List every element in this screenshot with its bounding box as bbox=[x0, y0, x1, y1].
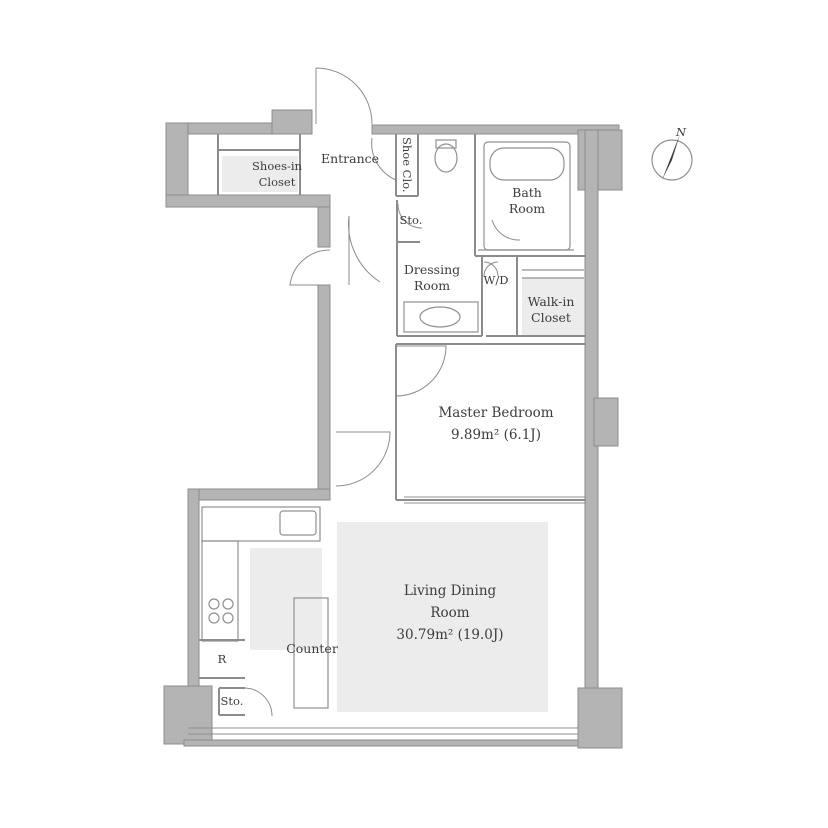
fixtures bbox=[201, 139, 584, 709]
dressing-room-label: Dressing Room bbox=[403, 262, 461, 293]
compass-north-label: N bbox=[675, 125, 687, 139]
storage-top-label: Sto. bbox=[399, 213, 423, 227]
compass-circle bbox=[651, 139, 693, 181]
storage-bottom-label: Sto. bbox=[220, 694, 244, 708]
kitchen-floor-area bbox=[250, 548, 322, 650]
compass bbox=[651, 134, 693, 181]
walk-in-closet-floor bbox=[522, 278, 584, 336]
compass-needle-icon bbox=[662, 134, 680, 180]
interior-partitions bbox=[199, 134, 586, 716]
shoes-closet-floor bbox=[222, 156, 298, 192]
living-rug-area bbox=[337, 522, 548, 712]
living-dining-room-label: Living Dining Room 30.79m² (19.0J) bbox=[396, 583, 504, 643]
doors bbox=[244, 67, 521, 717]
walls bbox=[163, 109, 623, 749]
windows bbox=[188, 496, 586, 735]
shoe-closet-label: Shoe Clo. bbox=[400, 137, 414, 193]
master-bedroom-label: Master Bedroom 9.89m² (6.1J) bbox=[438, 405, 554, 443]
walk-in-closet-label: Walk-in Closet bbox=[527, 294, 575, 325]
bath-room-label: Bath Room bbox=[508, 185, 546, 216]
shoes-in-closet-label: Shoes-in Closet bbox=[252, 159, 302, 189]
counter-label: Counter bbox=[286, 641, 338, 656]
refrigerator-label: R bbox=[217, 652, 227, 666]
washer-dryer-label: W/D bbox=[483, 273, 509, 287]
entrance-label: Entrance bbox=[320, 151, 380, 166]
